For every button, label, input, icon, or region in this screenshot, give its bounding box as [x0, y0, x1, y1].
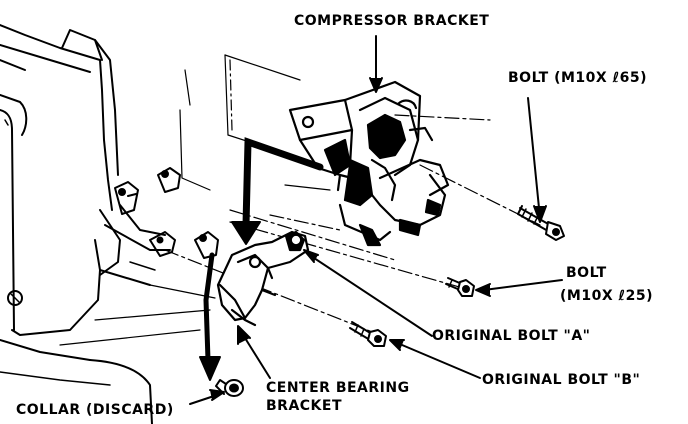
leader-lines [189, 35, 563, 405]
block-mounting-bosses [114, 167, 219, 259]
label-collar-discard: COLLAR (DISCARD) [16, 402, 174, 418]
label-bolt-m10x25-line2: (M10X ℓ25) [560, 288, 653, 304]
label-center-bearing-line2: BRACKET [266, 398, 343, 414]
install-direction-arrow [231, 137, 324, 245]
collar-direction-arrow [199, 252, 221, 381]
guide-lines [59, 54, 541, 346]
label-original-bolt-b: ORIGINAL BOLT "B" [482, 372, 641, 388]
collar-part [215, 379, 244, 397]
label-original-bolt-a: ORIGINAL BOLT "A" [432, 328, 591, 344]
bolt-m10x65-part [517, 205, 565, 241]
label-compressor-bracket: COMPRESSOR BRACKET [294, 13, 490, 29]
label-center-bearing-line1: CENTER BEARING [266, 380, 410, 396]
bolt-m10x25-part [445, 277, 475, 297]
center-bearing-bracket-part [216, 230, 310, 327]
label-bolt-m10x65: BOLT (M10X ℓ65) [508, 70, 648, 86]
compressor-bracket-part [288, 80, 450, 247]
engine-block [0, 24, 171, 424]
original-bolt-b-part [349, 321, 387, 347]
label-bolt-m10x25-line1: BOLT [566, 265, 607, 281]
